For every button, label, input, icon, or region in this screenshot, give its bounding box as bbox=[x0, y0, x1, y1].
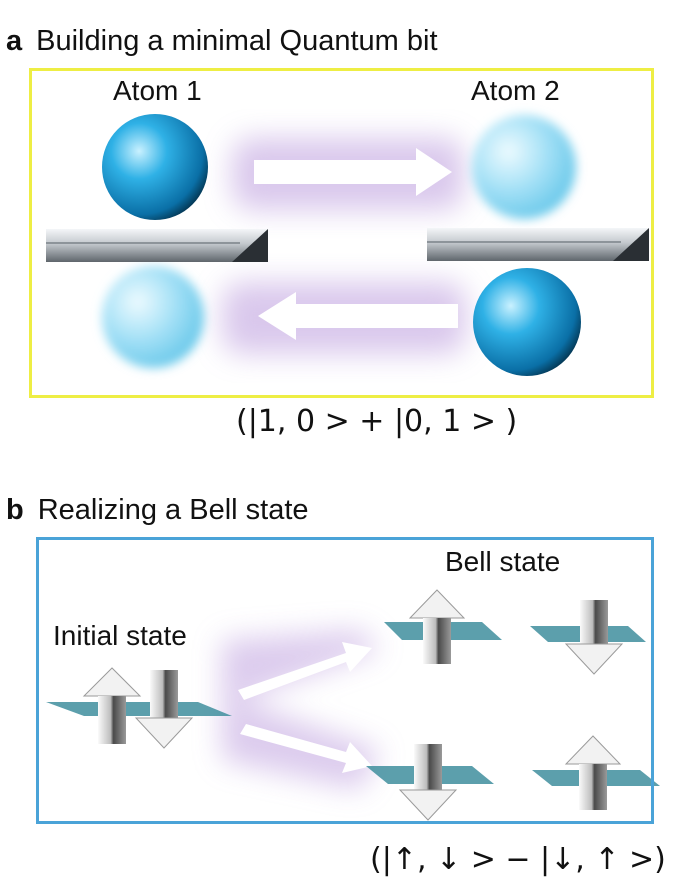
spin-up-initial bbox=[82, 667, 142, 744]
atom-2-faint bbox=[472, 115, 576, 219]
arrow-to-lower-state bbox=[240, 724, 372, 773]
arrow-to-upper-state bbox=[238, 642, 372, 700]
panel-a-heading: a Building a minimal Quantum bit bbox=[6, 24, 438, 58]
arrow-right bbox=[254, 148, 452, 196]
atom-1-faint bbox=[102, 266, 204, 368]
arrow-left bbox=[258, 292, 458, 340]
atom-2-label: Atom 2 bbox=[471, 75, 560, 106]
panel-b-heading: b Realizing a Bell state bbox=[6, 493, 309, 527]
atom-2-solid bbox=[473, 268, 581, 376]
trap-bar-left bbox=[46, 229, 268, 262]
initial-state-label: Initial state bbox=[53, 620, 187, 651]
spin-down-bell-upper bbox=[564, 600, 624, 675]
plane-initial bbox=[46, 702, 232, 716]
spin-up-bell-upper bbox=[408, 589, 466, 664]
panel-a-title: Building a minimal Quantum bit bbox=[36, 25, 438, 57]
panel-b-formula: (|↑, ↓ > − |↓, ↑ >) bbox=[370, 842, 666, 877]
panel-b-title: Realizing a Bell state bbox=[37, 494, 309, 526]
spin-up-bell-lower bbox=[564, 735, 622, 810]
glow-bell bbox=[222, 630, 380, 790]
trap-bar-right bbox=[427, 228, 649, 261]
bell-state-label: Bell state bbox=[445, 546, 561, 577]
spin-down-initial bbox=[134, 670, 194, 749]
panel-a-frame bbox=[29, 68, 654, 398]
panel-b-letter: b bbox=[6, 494, 24, 526]
atom-1-label: Atom 1 bbox=[113, 75, 202, 106]
atom-1-solid bbox=[102, 114, 208, 220]
panel-a-letter: a bbox=[6, 25, 23, 57]
panel-a-formula: (|1, 0 > + |0, 1 > ) bbox=[236, 404, 518, 439]
spin-down-bell-lower bbox=[398, 744, 458, 821]
panel-b-frame bbox=[36, 537, 654, 824]
